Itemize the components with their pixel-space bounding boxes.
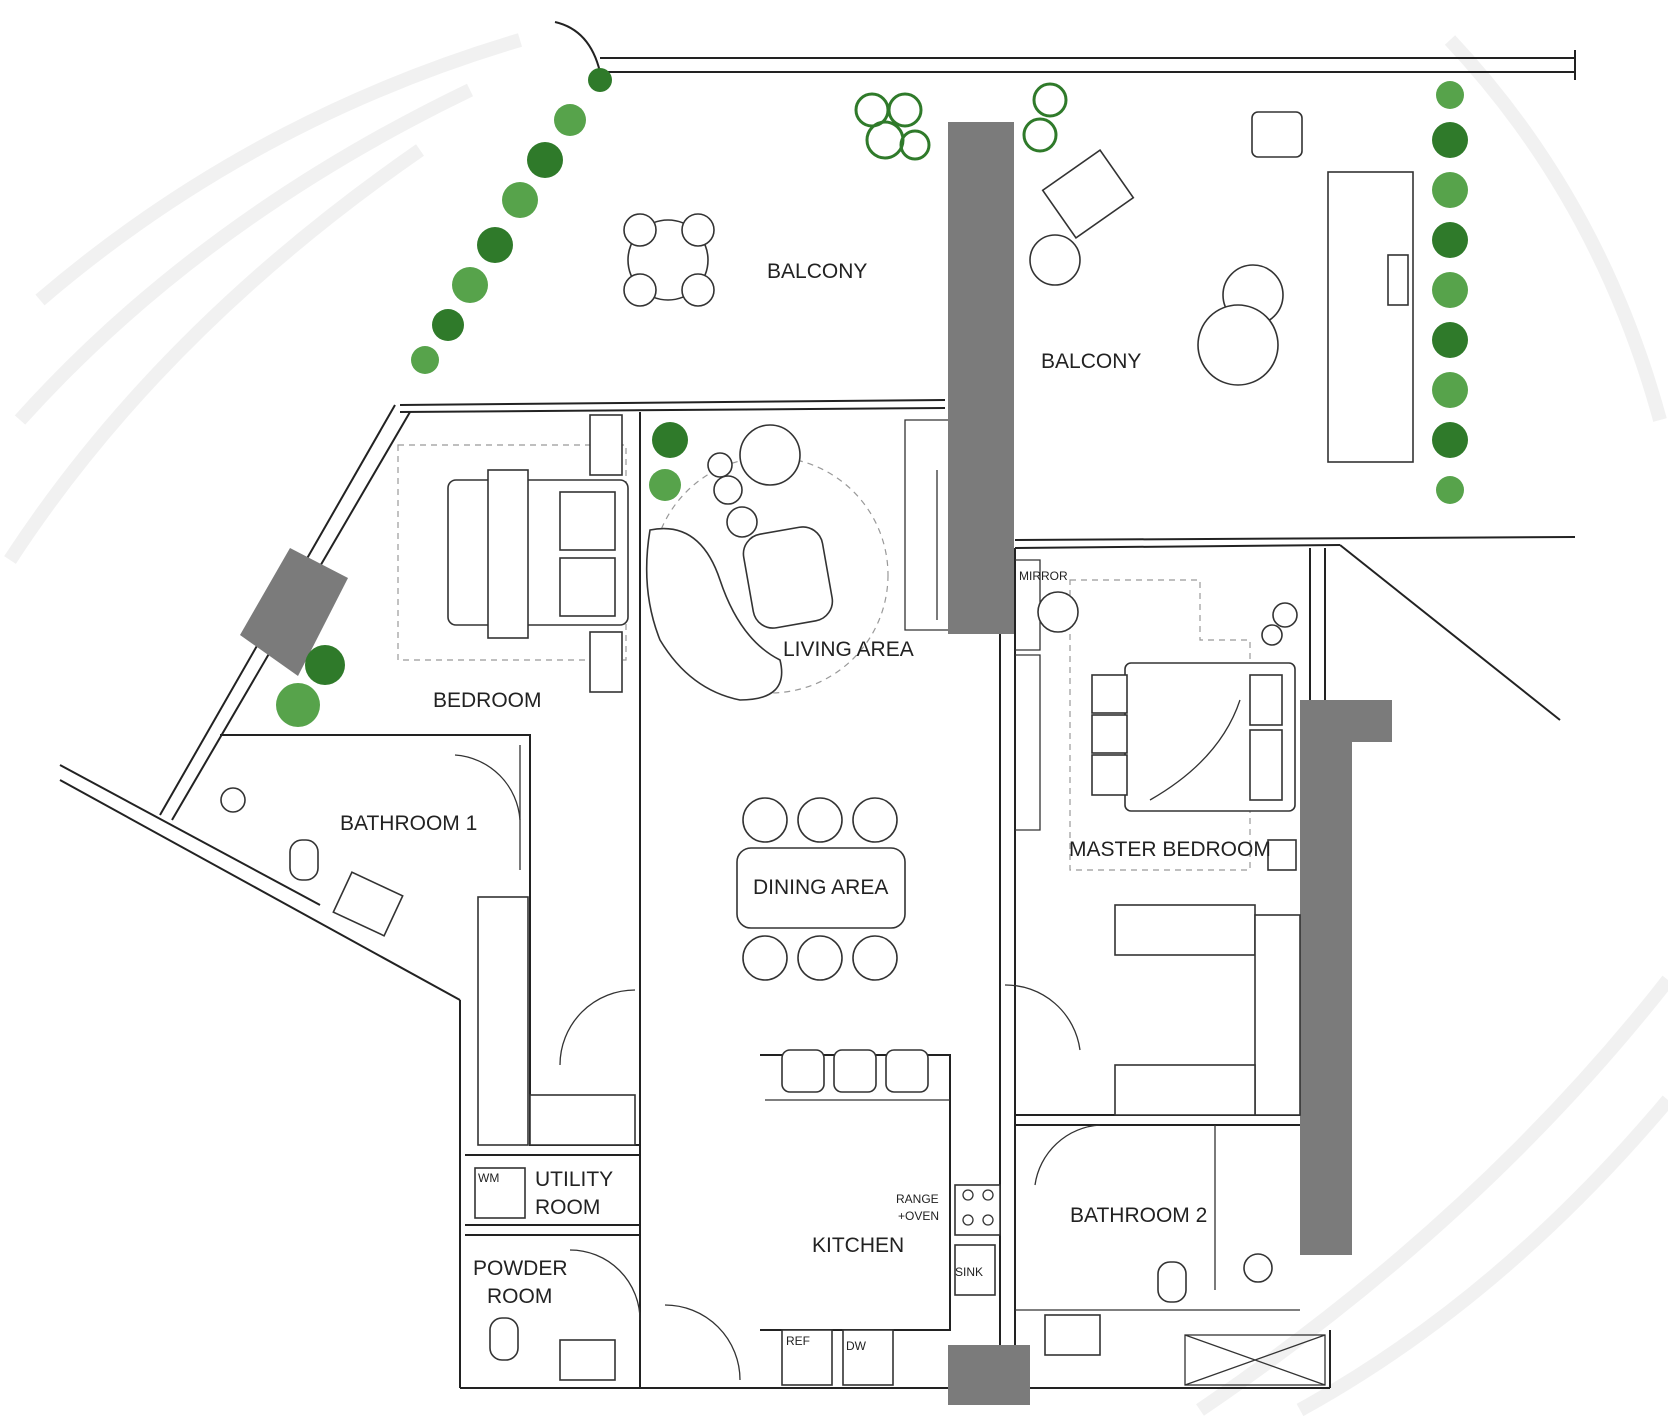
bed-icon	[1091, 662, 1296, 812]
chair-icon	[1251, 111, 1303, 158]
label-bathroom-2: BATHROOM 2	[1070, 1204, 1207, 1227]
label-bathroom-1: BATHROOM 1	[340, 812, 477, 835]
chair-icon	[739, 424, 801, 486]
label-sink: SINK	[955, 1265, 983, 1279]
sink-icon	[332, 871, 404, 937]
label-utility-2: ROOM	[535, 1196, 600, 1219]
table-icon	[1029, 234, 1284, 386]
label-oven: +OVEN	[898, 1209, 939, 1223]
plant-icon	[854, 82, 1068, 161]
fixture-labels: MIRROR WM RANGE +OVEN SINK REF DW	[478, 569, 1068, 1353]
shower-drain-icon	[220, 787, 246, 813]
chair-icon	[742, 526, 834, 629]
wardrobes	[477, 896, 1301, 1146]
chair-icon	[742, 797, 898, 981]
plant-icon	[411, 68, 612, 374]
label-powder-1: POWDER	[473, 1257, 568, 1280]
plants	[276, 68, 1468, 727]
structural-columns	[240, 122, 1392, 1405]
living-furniture	[645, 424, 938, 1093]
label-balcony-2: BALCONY	[1041, 350, 1141, 373]
label-dining-area: DINING AREA	[753, 876, 888, 899]
background-swirls	[4, 33, 1668, 1416]
plant-icon	[1432, 81, 1468, 504]
plant-icon	[276, 422, 688, 727]
sink-icon	[1044, 1314, 1101, 1356]
label-master-bedroom: MASTER BEDROOM	[1069, 838, 1271, 861]
label-ref: REF	[786, 1334, 810, 1348]
chair-icon	[781, 1049, 929, 1093]
toilet-icon	[289, 839, 319, 881]
chair-icon	[623, 213, 715, 307]
label-balcony-1: BALCONY	[767, 260, 867, 283]
sofa-icon	[645, 527, 783, 701]
label-range: RANGE	[896, 1192, 939, 1206]
bedroom-furniture	[447, 414, 1298, 871]
shower-drain-icon	[1243, 1253, 1273, 1283]
chair-icon	[1041, 149, 1135, 239]
label-kitchen: KITCHEN	[812, 1234, 904, 1257]
toilet-icon	[489, 1317, 519, 1361]
sink-icon	[559, 1339, 616, 1381]
room-labels: BALCONY BALCONY LIVING AREA BEDROOM BATH…	[340, 260, 1271, 1308]
bed-icon	[447, 469, 629, 639]
label-powder-2: ROOM	[487, 1285, 552, 1308]
label-living-area: LIVING AREA	[783, 638, 914, 661]
kitchen-fixtures	[474, 1167, 1001, 1386]
label-bedroom: BEDROOM	[433, 689, 542, 712]
label-dw: DW	[846, 1339, 867, 1353]
label-wm: WM	[478, 1171, 499, 1185]
sofa-icon	[1327, 171, 1414, 463]
label-utility-1: UTILITY	[535, 1168, 613, 1191]
table-icon	[736, 847, 906, 929]
walls	[59, 21, 1576, 1389]
toilet-icon	[1157, 1261, 1187, 1303]
label-mirror: MIRROR	[1019, 569, 1068, 583]
bathroom-fixtures	[220, 787, 1326, 1386]
sink-icon	[954, 1244, 996, 1296]
balcony-furniture	[623, 111, 1414, 463]
